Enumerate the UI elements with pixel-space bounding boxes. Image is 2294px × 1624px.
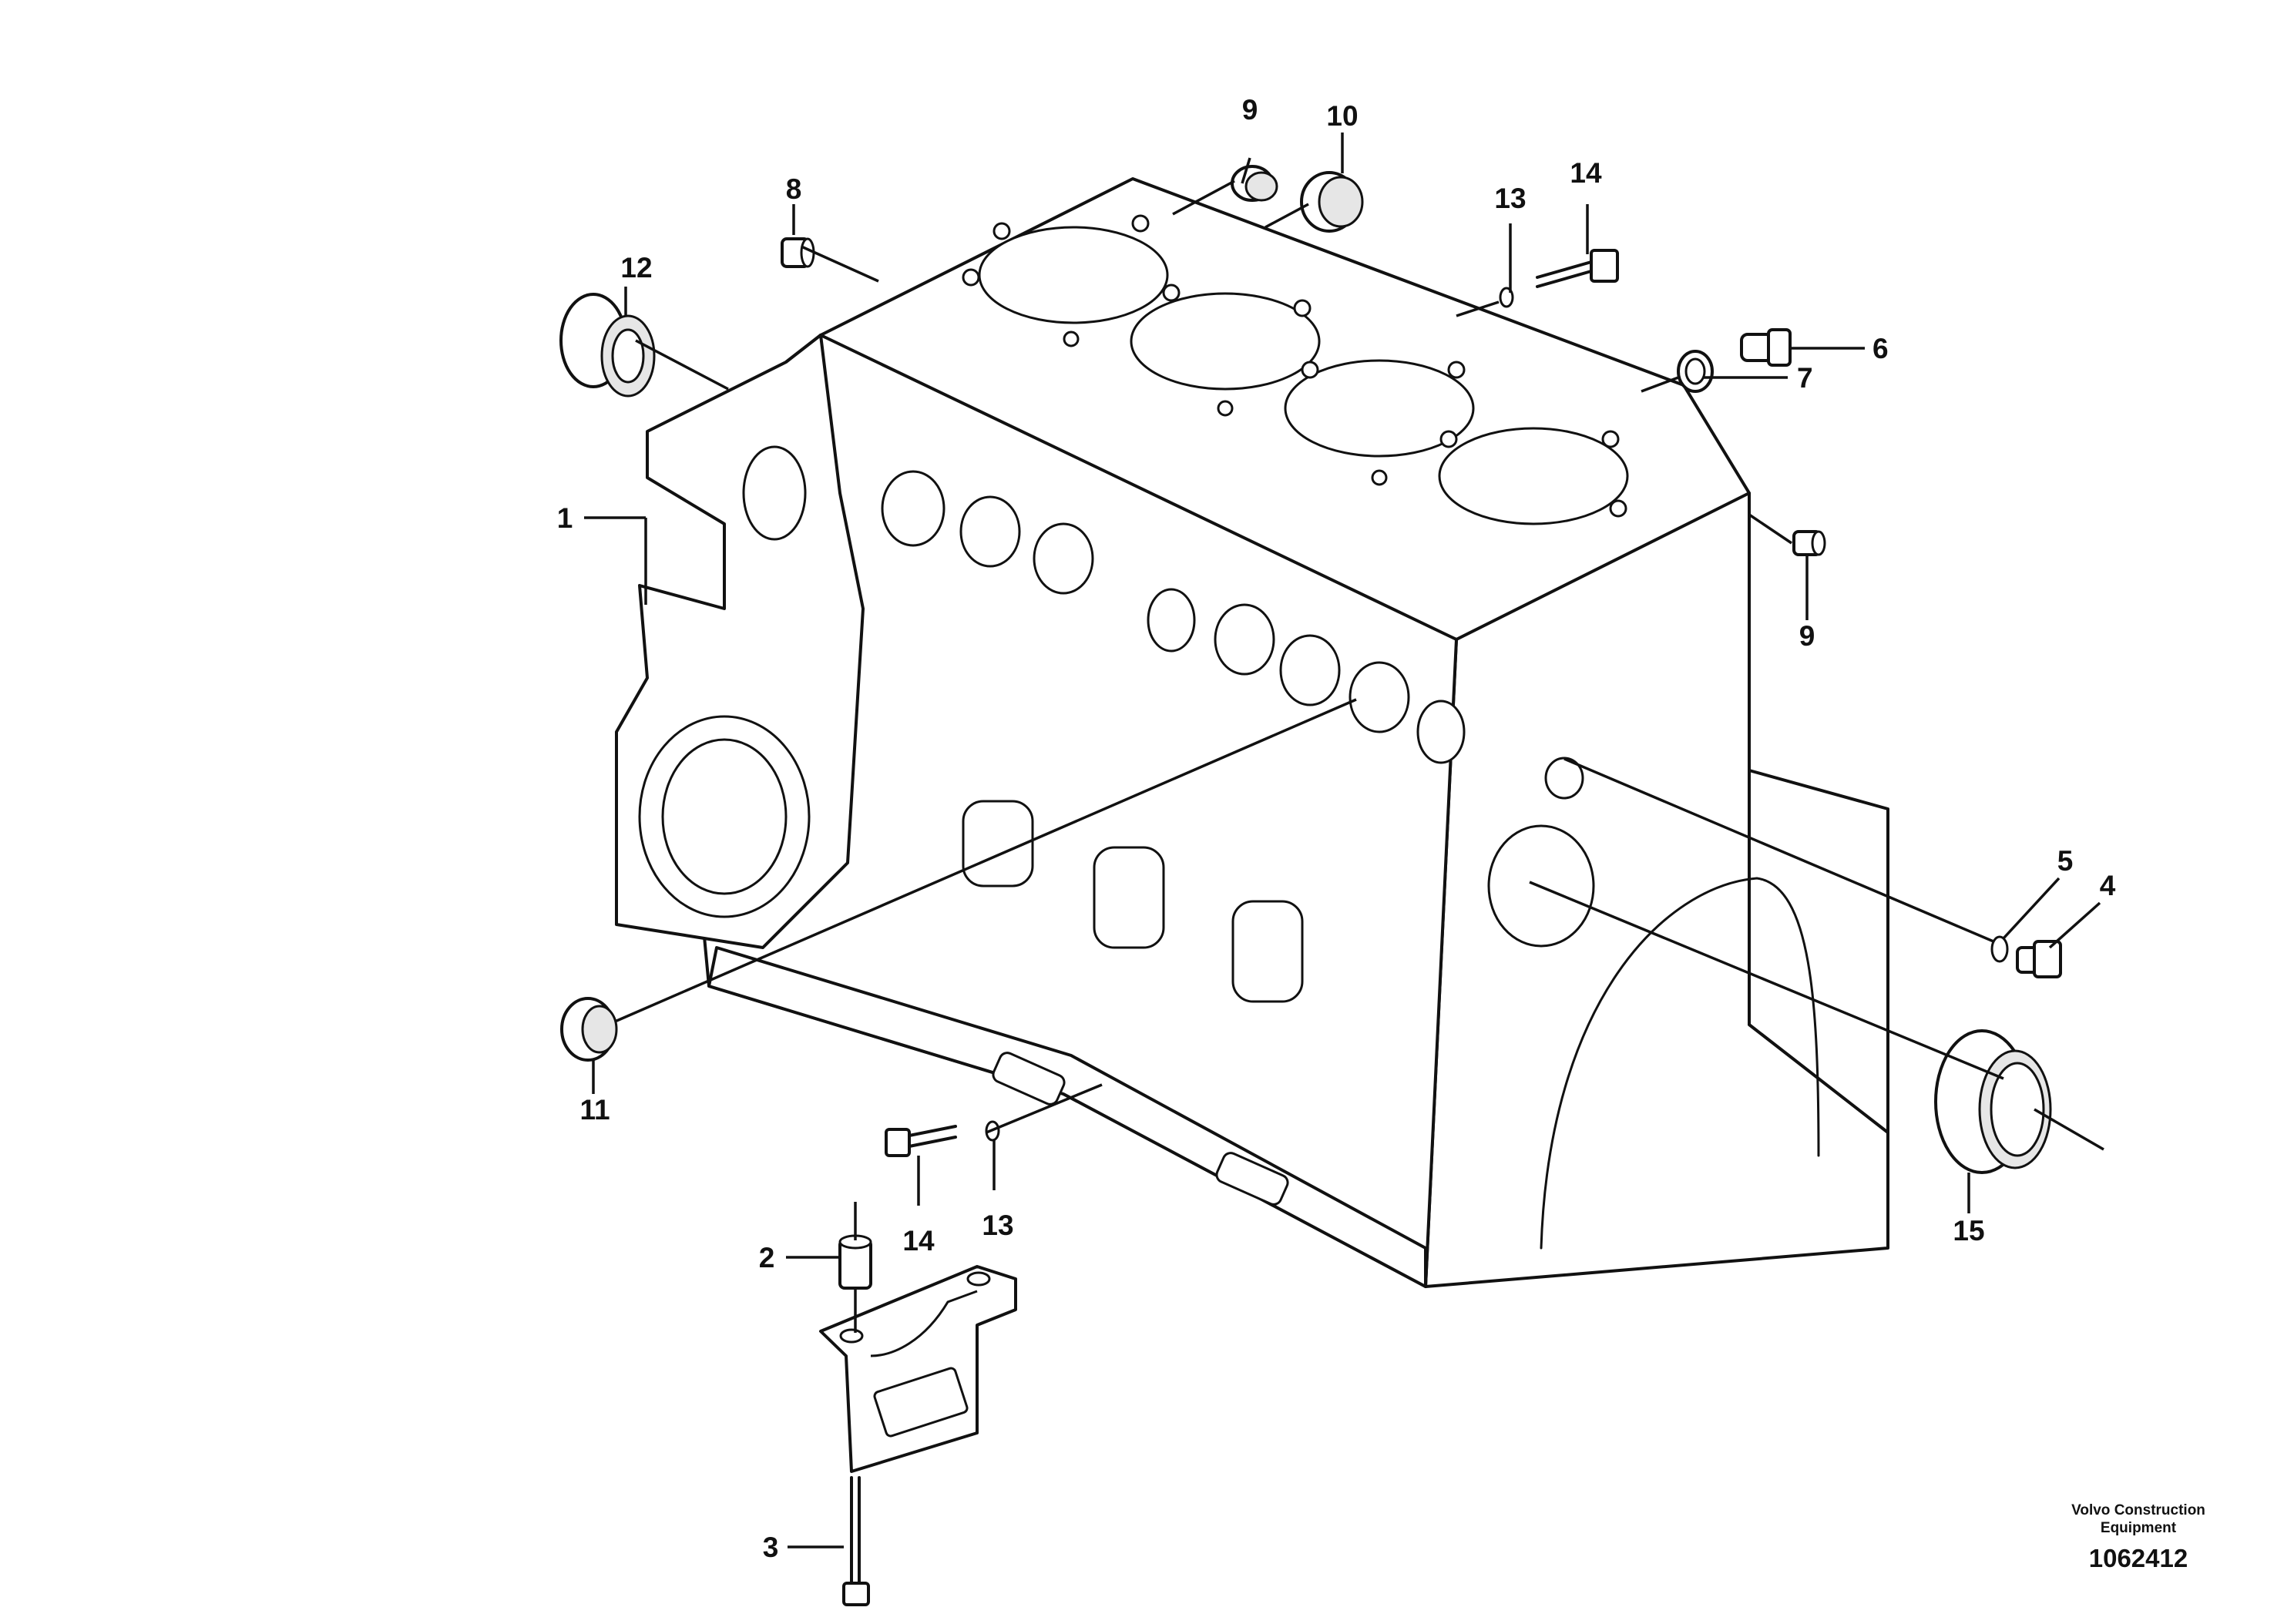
rear-seal-bore-inner	[661, 738, 788, 895]
part-15-front-seal	[1934, 1029, 2052, 1174]
part-5-o-ring	[1990, 935, 2009, 963]
part-13-o-ring-top	[1499, 287, 1514, 308]
part-9-plug-top	[1231, 165, 1278, 202]
cylinder-bore-3	[1284, 359, 1475, 458]
part-14-bolt-bottom	[885, 1125, 957, 1157]
part-6-plug	[1740, 328, 1792, 367]
callout-12: 12	[620, 252, 652, 284]
callout-3: 3	[763, 1532, 779, 1563]
callouts: 1 2 3 4 5 6 7 8 9 9 10 11 12 13 13 14 14…	[557, 94, 2116, 1563]
deck-bolt-holes	[962, 214, 1627, 518]
rear-seal-bore	[638, 715, 811, 918]
part-3-bolt	[842, 1476, 870, 1606]
callout-11: 11	[579, 1094, 610, 1126]
callout-7: 7	[1797, 362, 1813, 394]
rear-cam-bore	[742, 445, 807, 541]
callout-5: 5	[2057, 845, 2074, 877]
rail-window-1	[992, 1052, 1066, 1106]
callout-1: 1	[557, 502, 573, 534]
callout-8: 8	[786, 173, 802, 205]
front-oil-port	[1544, 757, 1584, 800]
cylinder-bore-2	[1130, 292, 1321, 391]
callout-15: 15	[1953, 1215, 1984, 1247]
callout-9-top: 9	[1242, 94, 1258, 126]
part-12-seal-cap	[559, 293, 656, 398]
callout-10: 10	[1326, 100, 1358, 132]
part-14-bolt-top	[1536, 249, 1619, 288]
brand-line-1: Volvo Construction	[2071, 1502, 2205, 1518]
part-4-plug	[2016, 940, 2062, 978]
callout-2: 2	[759, 1242, 775, 1273]
brand-line-2: Equipment	[2100, 1520, 2177, 1536]
part-7-washer	[1677, 350, 1714, 393]
brand-block: Volvo Construction Equipment 1062412	[2046, 1502, 2231, 1575]
part-8-plug	[781, 237, 815, 268]
cylinder-bore-4	[1438, 427, 1629, 525]
part-9-plug-right	[1792, 530, 1826, 556]
cylinder-bore-1	[978, 226, 1169, 324]
figure-number: 1062412	[2088, 1544, 2188, 1572]
side-face-ports	[881, 470, 1466, 1003]
callout-9-right: 9	[1799, 620, 1815, 652]
front-timing-cover-outline	[1540, 877, 1820, 1250]
main-bearing-cap	[819, 1265, 1017, 1473]
part-2-dowel	[838, 1234, 872, 1290]
block-bottom-rail	[707, 946, 1427, 1288]
leader-lines	[584, 133, 2104, 1549]
callout-14-top: 14	[1570, 157, 1602, 189]
part-13-o-ring-bottom	[985, 1120, 1000, 1142]
rail-window-2	[1215, 1152, 1289, 1206]
callout-13-bottom: 13	[982, 1210, 1013, 1241]
callout-6: 6	[1872, 333, 1889, 364]
callout-13-top: 13	[1494, 183, 1526, 214]
part-11-cup-plug	[560, 997, 618, 1062]
block-sump-extension	[1748, 769, 1889, 1134]
callout-4: 4	[2100, 870, 2116, 901]
part-10-cup-plug	[1300, 171, 1364, 233]
cylinder-block	[615, 177, 1889, 1288]
callout-14-bottom: 14	[902, 1225, 935, 1257]
